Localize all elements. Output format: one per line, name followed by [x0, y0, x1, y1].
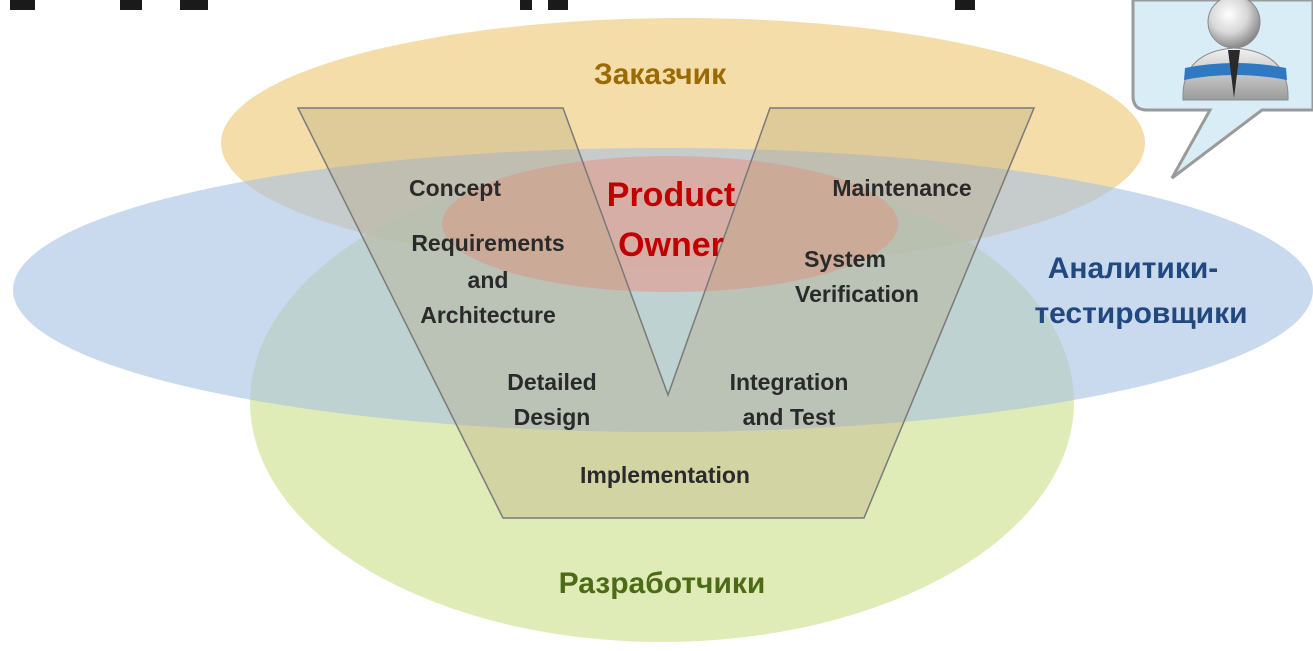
v-model-shape	[296, 107, 1036, 519]
developers-label: Разработчики	[559, 567, 766, 600]
stage-integration-line2: and Test	[743, 404, 836, 430]
stage-requirements-line2: and	[468, 267, 509, 293]
stage-detailed-line2: Design	[514, 404, 591, 430]
customer-label: Заказчик	[594, 58, 727, 91]
product-owner-ellipse	[442, 156, 898, 292]
stage-implementation: Implementation	[580, 462, 750, 488]
stage-system-line1: System	[804, 246, 886, 272]
user-icon	[1182, 0, 1289, 101]
analysts-label-line1: Аналитики-	[1048, 252, 1219, 285]
stage-concept: Concept	[409, 175, 501, 201]
stage-requirements-line1: Requirements	[411, 230, 564, 256]
stage-integration-line1: Integration	[730, 369, 849, 395]
stage-detailed-line1: Detailed	[507, 369, 596, 395]
stage-system-line2: Verification	[795, 281, 919, 307]
analysts-label-line2: тестировщики	[1034, 297, 1247, 330]
stage-maintenance: Maintenance	[832, 175, 971, 201]
cropped-title-fragment	[10, 0, 975, 10]
product-owner-label-line1: Product	[607, 176, 735, 214]
stage-requirements-line3: Architecture	[420, 302, 555, 328]
speech-bubble	[1131, 0, 1313, 180]
product-owner-label-line2: Owner	[618, 226, 724, 264]
